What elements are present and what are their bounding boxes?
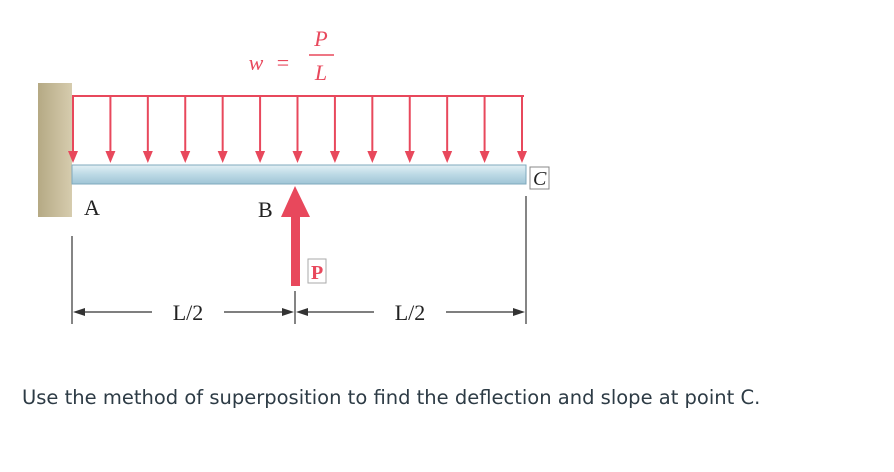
load-arrow-head <box>517 151 527 163</box>
load-arrow-head <box>404 151 415 163</box>
dimension-arrowhead-left-a <box>73 308 85 316</box>
dimension-label-right: L/2 <box>395 300 426 325</box>
reaction-force-arrowhead <box>281 186 310 217</box>
beam-diagram: w = P L A B C P L/2 L/2 <box>38 26 550 325</box>
dimension-arrowhead-right-b <box>513 308 525 316</box>
load-arrow-head <box>367 151 378 163</box>
load-arrow-head <box>292 151 303 163</box>
reaction-force-shaft <box>291 214 300 286</box>
load-arrow-head <box>479 151 490 163</box>
load-arrow-head <box>68 151 78 163</box>
dimension-arrowhead-left-b <box>282 308 294 316</box>
load-arrow-head <box>255 151 266 163</box>
point-label-a: A <box>84 195 100 220</box>
dimension-label-left: L/2 <box>173 300 204 325</box>
fixed-support-wall <box>38 83 72 217</box>
load-label-equals: = <box>277 50 289 75</box>
point-label-b: B <box>258 197 273 222</box>
point-label-c: C <box>533 168 547 190</box>
load-label-w: w <box>249 50 264 75</box>
load-arrow-head <box>105 151 116 163</box>
load-label-denominator: L <box>314 60 327 85</box>
load-arrow-head <box>180 151 191 163</box>
dimension-arrowhead-right-a <box>296 308 308 316</box>
beam <box>71 164 527 185</box>
load-arrow-head <box>142 151 153 163</box>
question-text: Use the method of superposition to find … <box>22 386 761 409</box>
load-label-numerator: P <box>313 26 327 51</box>
reaction-label-box <box>307 258 327 284</box>
point-label-c-box <box>529 166 550 190</box>
load-arrow-head <box>217 151 228 163</box>
reaction-label: P <box>311 262 323 284</box>
load-arrow-head <box>442 151 453 163</box>
load-arrow-head <box>329 151 340 163</box>
distributed-load-arrows <box>68 96 527 163</box>
